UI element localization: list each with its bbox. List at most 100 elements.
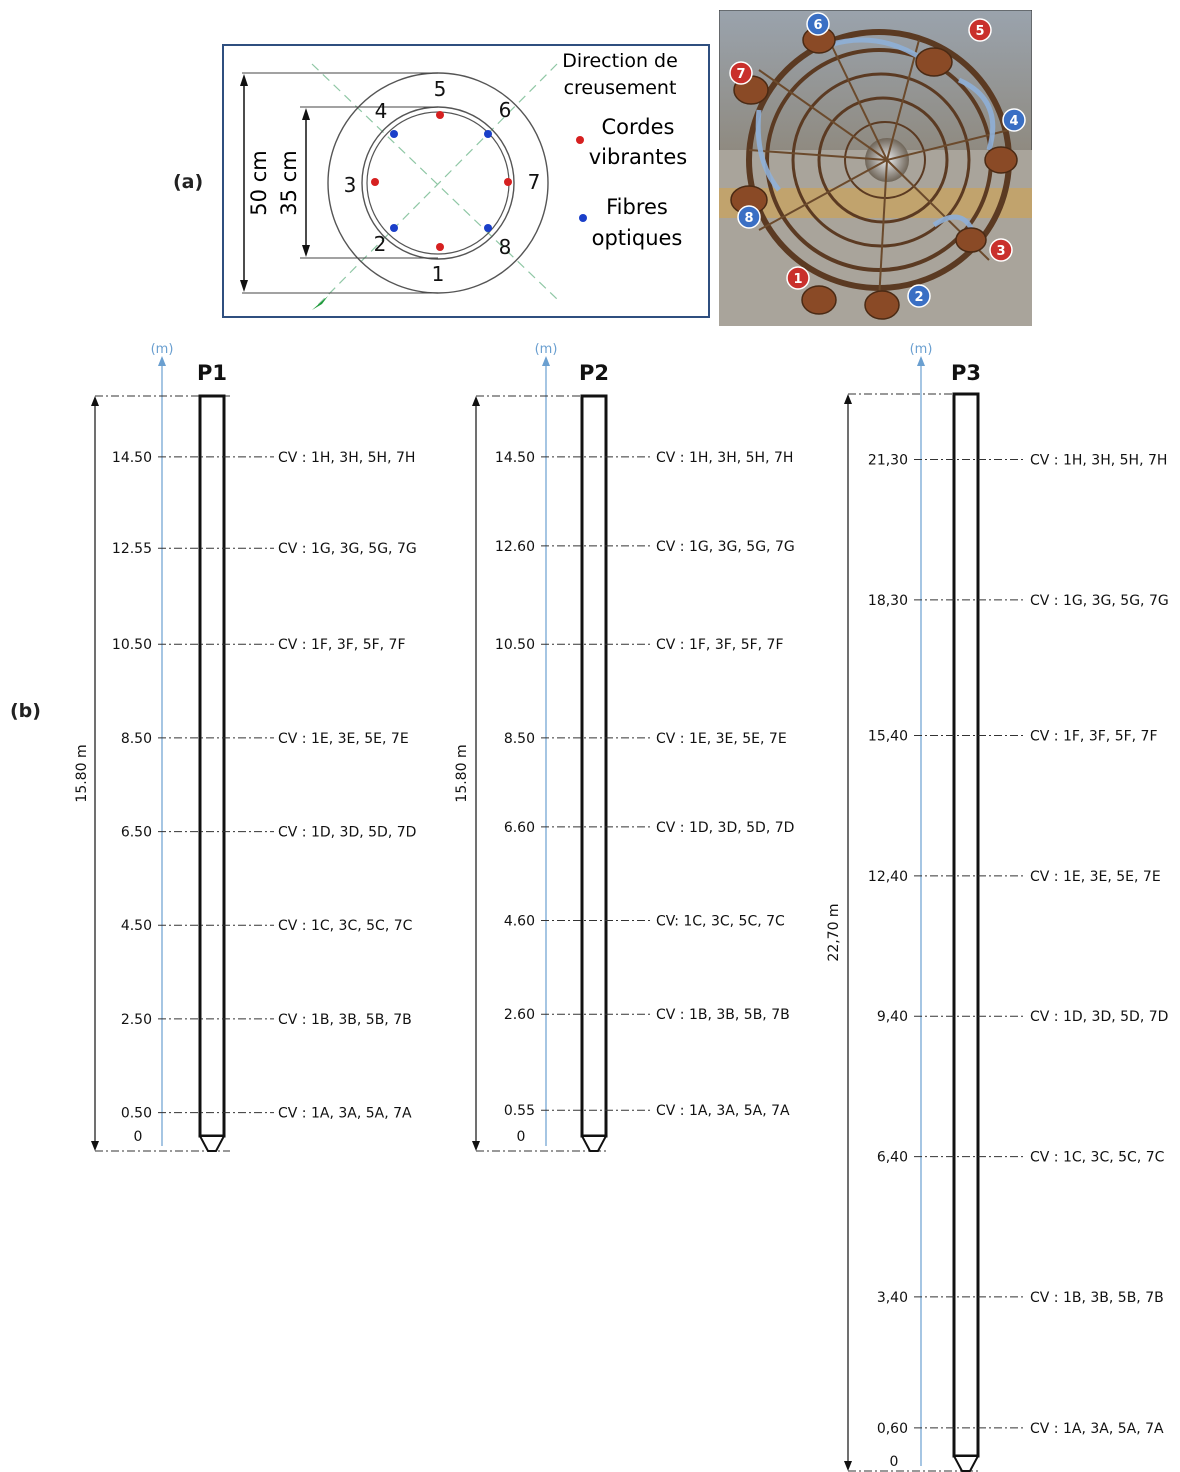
cv-label: CV : 1F, 3F, 5F, 7F	[278, 637, 406, 653]
depth-label: 8.50	[121, 731, 152, 747]
bar-end	[955, 227, 987, 253]
dim-35-label: 35 cm	[277, 150, 301, 215]
arrowhead-icon	[472, 396, 480, 406]
legend-optical-fiber-line1: Fibres	[606, 195, 668, 219]
position-number: 5	[434, 77, 447, 101]
optical-fiber-dot	[390, 224, 398, 232]
depth-label: 18,30	[868, 593, 908, 609]
pile-tip	[580, 1135, 608, 1152]
rebar	[748, 149, 888, 161]
depth-label: 0.50	[121, 1106, 152, 1122]
rebar	[758, 159, 888, 231]
cv-label: CV : 1C, 3C, 5C, 7C	[1030, 1150, 1165, 1166]
cv-label: CV : 1F, 3F, 5F, 7F	[1030, 729, 1158, 745]
fiber-cable	[957, 77, 996, 151]
pile-name: P3	[951, 361, 981, 385]
cv-label: CV : 1A, 3A, 5A, 7A	[1030, 1421, 1164, 1437]
depth-label: 10.50	[112, 637, 152, 653]
cv-label: CV : 1A, 3A, 5A, 7A	[656, 1103, 790, 1119]
axis-arrow-icon	[917, 356, 925, 366]
cv-label: CV : 1G, 3G, 5G, 7G	[656, 539, 795, 555]
pile-body	[580, 394, 608, 1138]
legend-optical-fiber-line2: optiques	[592, 226, 683, 250]
zero-label: 0	[517, 1129, 526, 1145]
vibrating-wire-dot	[371, 178, 379, 186]
depth-label: 2.60	[504, 1007, 535, 1023]
cross-section-frame	[222, 44, 710, 318]
panel-label-a: (a)	[173, 171, 204, 193]
depth-label: 12.60	[495, 539, 535, 555]
fiber-cable	[828, 37, 926, 63]
bar-end	[915, 47, 953, 77]
axis-unit-label: (m)	[535, 342, 558, 357]
position-number: 6	[499, 98, 512, 122]
depth-label: 0,60	[877, 1421, 908, 1437]
panel-label-b: (b)	[10, 700, 41, 722]
depth-label: 14.50	[112, 450, 152, 466]
photo-marker-label: 5	[975, 24, 984, 39]
total-length-label: 22,70 m	[826, 903, 842, 961]
cv-label: CV : 1H, 3H, 5H, 7H	[278, 450, 415, 466]
arrowhead-icon	[240, 74, 248, 86]
fiber-cable	[755, 109, 781, 192]
legend-optical-fiber-dot	[579, 214, 587, 222]
photo-marker-label: 3	[996, 244, 1005, 259]
direction-label-line2: creusement	[564, 77, 677, 99]
photo-marker	[737, 205, 761, 229]
cv-label: CV : 1D, 3D, 5D, 7D	[278, 825, 416, 841]
depth-label: 10.50	[495, 637, 535, 653]
pile-tip	[952, 1455, 980, 1472]
cv-label: CV : 1H, 3H, 5H, 7H	[1030, 452, 1167, 468]
optical-fiber-dot	[484, 224, 492, 232]
pile-name: P2	[579, 361, 609, 385]
position-number: 8	[499, 235, 512, 259]
dim-50-label: 50 cm	[247, 150, 271, 215]
depth-label: 6.60	[504, 820, 535, 836]
cv-label: CV : 1D, 3D, 5D, 7D	[656, 820, 794, 836]
pile-name: P1	[197, 361, 227, 385]
depth-label: 6,40	[877, 1150, 908, 1166]
axis-unit-label: (m)	[910, 342, 933, 357]
zero-label: 0	[134, 1129, 143, 1145]
rebar	[828, 39, 888, 161]
direction-label-line1: Direction de	[562, 50, 678, 72]
direction-arrow-icon	[312, 296, 328, 310]
axis-unit-label: (m)	[151, 342, 174, 357]
arrowhead-icon	[472, 1141, 480, 1151]
vibrating-wire-dot	[436, 243, 444, 251]
depth-label: 6.50	[121, 825, 152, 841]
cv-label: CV : 1C, 3C, 5C, 7C	[278, 918, 413, 934]
depth-label: 15,40	[868, 729, 908, 745]
total-length-label: 15.80 m	[454, 744, 470, 802]
arrowhead-icon	[302, 245, 310, 257]
cv-label: CV : 1E, 3E, 5E, 7E	[278, 731, 409, 747]
photo-marker	[907, 284, 931, 308]
depth-label: 8.50	[504, 731, 535, 747]
photo-marker	[729, 61, 753, 85]
rebar	[886, 129, 1010, 161]
axis-arrow-icon	[158, 356, 166, 366]
cv-label: CV: 1C, 3C, 5C, 7C	[656, 914, 785, 930]
photo-marker-label: 2	[914, 290, 923, 305]
position-number: 3	[344, 173, 357, 197]
cv-label: CV : 1G, 3G, 5G, 7G	[278, 541, 417, 557]
cv-label: CV : 1G, 3G, 5G, 7G	[1030, 593, 1169, 609]
bar-end	[864, 290, 900, 320]
bar-end	[801, 285, 837, 315]
diagonal-line	[311, 63, 558, 300]
arrowhead-icon	[844, 394, 852, 404]
legend-vibrating-wire-dot	[576, 136, 584, 144]
depth-label: 4.60	[504, 914, 535, 930]
photo-marker	[968, 18, 992, 42]
depth-label: 4.50	[121, 918, 152, 934]
cv-label: CV : 1B, 3B, 5B, 7B	[278, 1012, 412, 1028]
cv-label: CV : 1A, 3A, 5A, 7A	[278, 1106, 412, 1122]
optical-fiber-dot	[390, 130, 398, 138]
photo-marker-label: 8	[744, 211, 753, 226]
pile-tip	[198, 1135, 226, 1152]
photo-marker-label: 7	[736, 67, 745, 82]
position-number: 1	[432, 262, 445, 286]
depth-label: 12.55	[112, 541, 152, 557]
position-number: 7	[528, 170, 541, 194]
